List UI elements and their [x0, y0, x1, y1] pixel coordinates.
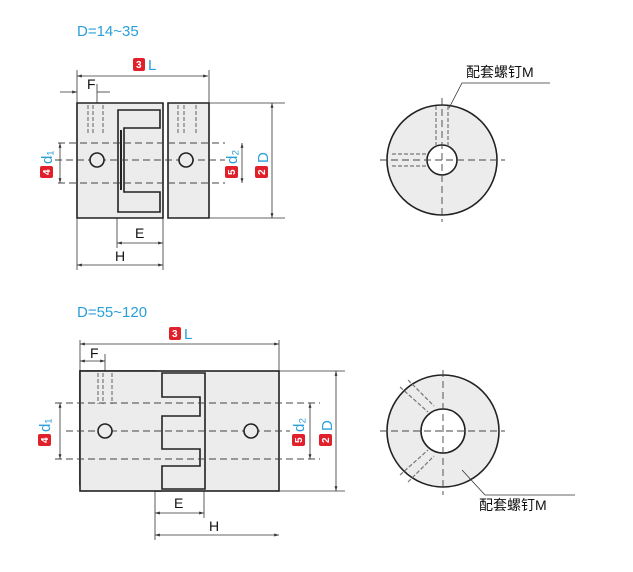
dim-E-label: E: [174, 495, 183, 511]
badge-2: 2: [321, 437, 332, 443]
dim-E-label: E: [135, 225, 144, 241]
badge-5: 5: [227, 169, 238, 175]
screw-label: 配套螺钉M: [466, 64, 534, 80]
spider-insert: [117, 109, 161, 213]
dim-D-label: D: [255, 152, 272, 163]
dim-D-label: D: [319, 420, 336, 431]
badge-num: 3: [136, 60, 142, 71]
dim-L-label: L: [148, 57, 156, 74]
screw-label: 配套螺钉M: [479, 497, 547, 513]
dim-F-label: F: [90, 345, 99, 361]
dim-d2-label: d₂: [291, 418, 308, 432]
badge-4: 4: [42, 169, 53, 175]
dim-F-label: F: [87, 76, 96, 92]
badge-2: 2: [257, 169, 268, 175]
badge-5: 5: [294, 437, 305, 443]
dim-d1-label: d₁: [39, 151, 56, 164]
badge-3: [133, 58, 145, 71]
dim-d2-label: d₂: [224, 150, 241, 164]
top-end-view: 配套螺钉M: [380, 64, 550, 222]
set-screw-hole: [89, 152, 105, 168]
bottom-side-view: D=55~120 3 L F 4 d₁ 5 d₂: [37, 304, 345, 540]
jaw-insert: [161, 372, 206, 490]
bottom-range-label: D=55~120: [77, 304, 147, 321]
dim-d1-label: d₁: [37, 419, 54, 432]
bottom-end-view: 配套螺钉M: [380, 370, 575, 513]
set-screw-hole: [178, 152, 194, 168]
badge-4: 4: [40, 437, 51, 443]
dim-H-label: H: [115, 248, 125, 264]
top-range-label: D=14~35: [77, 23, 139, 40]
dim-H-label: H: [209, 518, 219, 534]
top-side-view: D=14~35 3 L F 4 d₁: [39, 23, 285, 270]
dim-L-label: L: [184, 326, 192, 343]
badge-3: 3: [172, 329, 178, 340]
